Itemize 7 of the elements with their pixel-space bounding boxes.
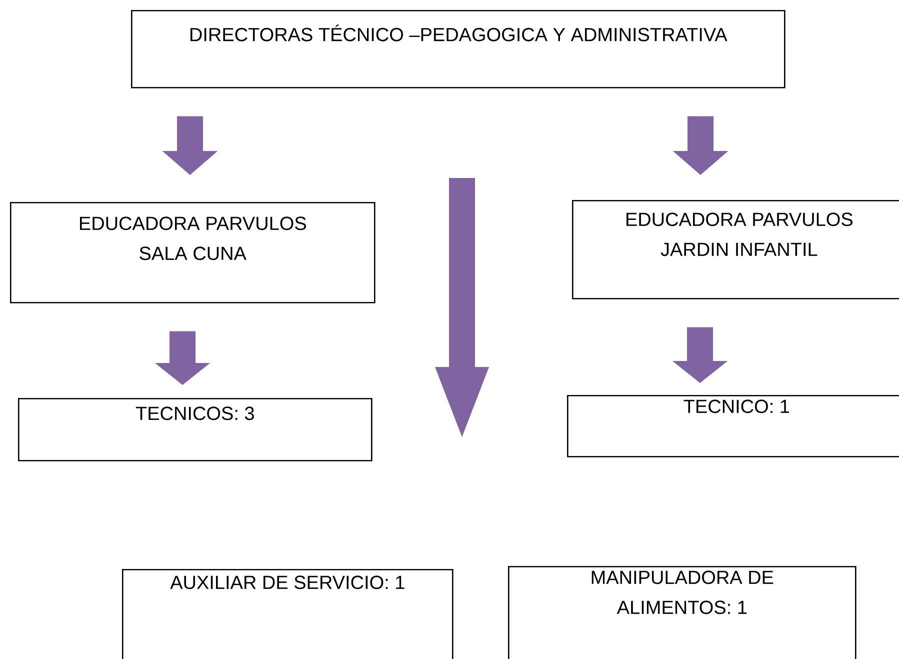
org-box: TECNICOS: 3 — [18, 398, 372, 462]
org-box: AUXILIAR DE SERVICIO: 1 — [122, 569, 454, 659]
org-box: EDUCADORA PARVULOS JARDIN INFANTIL — [572, 200, 899, 300]
org-box: TECNICO: 1 — [567, 395, 899, 458]
org-box: EDUCADORA PARVULOS SALA CUNA — [10, 202, 376, 304]
org-box: MANIPULADORA DE ALIMENTOS: 1 — [508, 566, 856, 659]
org-box: DIRECTORAS TÉCNICO –PEDAGOGICA Y ADMINISTRATIVA — [131, 10, 786, 88]
